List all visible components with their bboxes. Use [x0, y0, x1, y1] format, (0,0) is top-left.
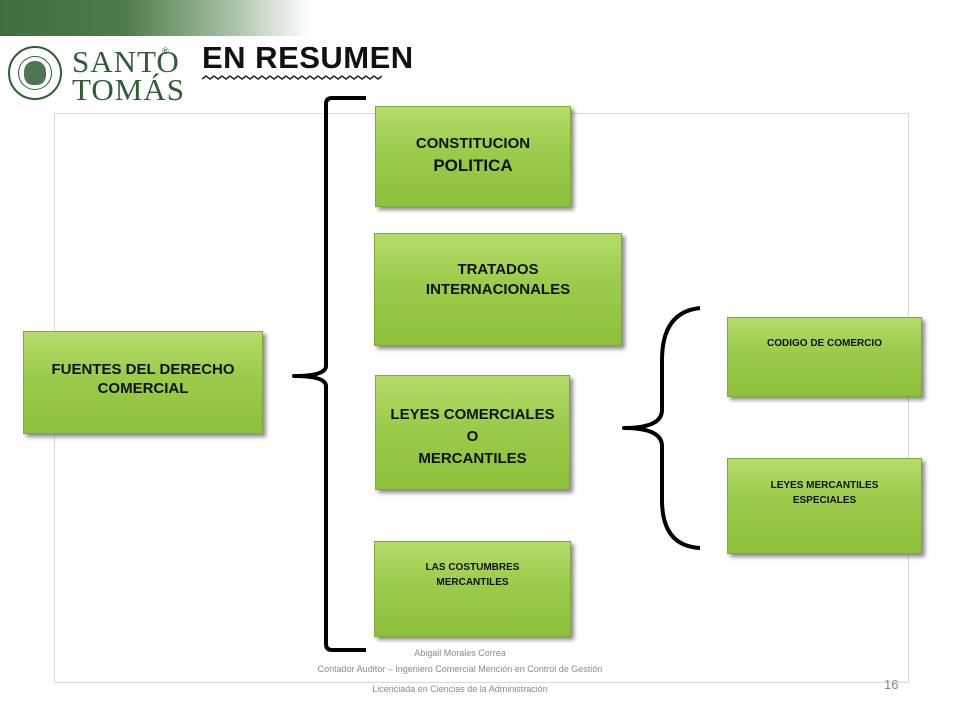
box-constitucion-politica: CONSTITUCION POLITICA: [375, 106, 571, 207]
footer-author: Abigail Morales Correa: [414, 648, 506, 658]
box-costumbres-mercantiles: LAS COSTUMBRES MERCANTILES: [374, 541, 571, 637]
box-leyes-mercantiles-especiales: LEYES MERCANTILES ESPECIALES: [727, 458, 922, 554]
codigo-label: CODIGO DE COMERCIO: [766, 338, 882, 349]
santo-tomas-logo: SANTO ® TOMÁS: [8, 44, 184, 105]
brand-name-line1: SANTO: [72, 44, 180, 79]
seal-icon: [8, 46, 62, 100]
tratados-label-line2: INTERNACIONALES: [425, 281, 571, 298]
leyes-label-line2: MERCANTILES: [418, 450, 527, 467]
box-codigo-de-comercio: CODIGO DE COMERCIO: [727, 317, 922, 397]
left-curly-brace: [292, 96, 366, 652]
slide-title: EN RESUMEN: [202, 40, 414, 75]
box-tratados-internacionales: TRATADOS INTERNACIONALES: [374, 233, 622, 346]
costumbres-label-line1: LAS COSTUMBRES: [425, 562, 520, 573]
right-curly-brace: [622, 306, 701, 550]
box-leyes-comerciales: LEYES COMERCIALES O MERCANTILES: [375, 375, 570, 490]
leyes-label-line1: LEYES COMERCIALES O: [390, 406, 555, 445]
brand-name-line2: TOMÁS: [72, 72, 185, 107]
box-fuentes-derecho-comercial: FUENTES DEL DERECHO COMERCIAL: [23, 331, 263, 434]
constitucion-label-line2: POLITICA: [433, 156, 513, 175]
tratados-label-line1: TRATADOS: [457, 261, 539, 278]
page-number: 16: [884, 677, 899, 692]
registered-mark: ®: [162, 46, 169, 56]
footer-degree: Licenciada en Ciencias de la Administrac…: [372, 684, 548, 694]
costumbres-label-line2: MERCANTILES: [436, 577, 509, 588]
title-underline-zigzag: [202, 75, 382, 80]
root-label: FUENTES DEL DERECHO COMERCIAL: [51, 361, 235, 397]
footer-credentials: Contador Auditor – Ingeniero Comercial M…: [317, 664, 603, 674]
header-accent-bar: [0, 0, 310, 36]
constitucion-label-line1: CONSTITUCION: [415, 135, 531, 152]
especiales-label-line2: ESPECIALES: [792, 495, 857, 506]
especiales-label-line1: LEYES MERCANTILES: [770, 480, 879, 491]
